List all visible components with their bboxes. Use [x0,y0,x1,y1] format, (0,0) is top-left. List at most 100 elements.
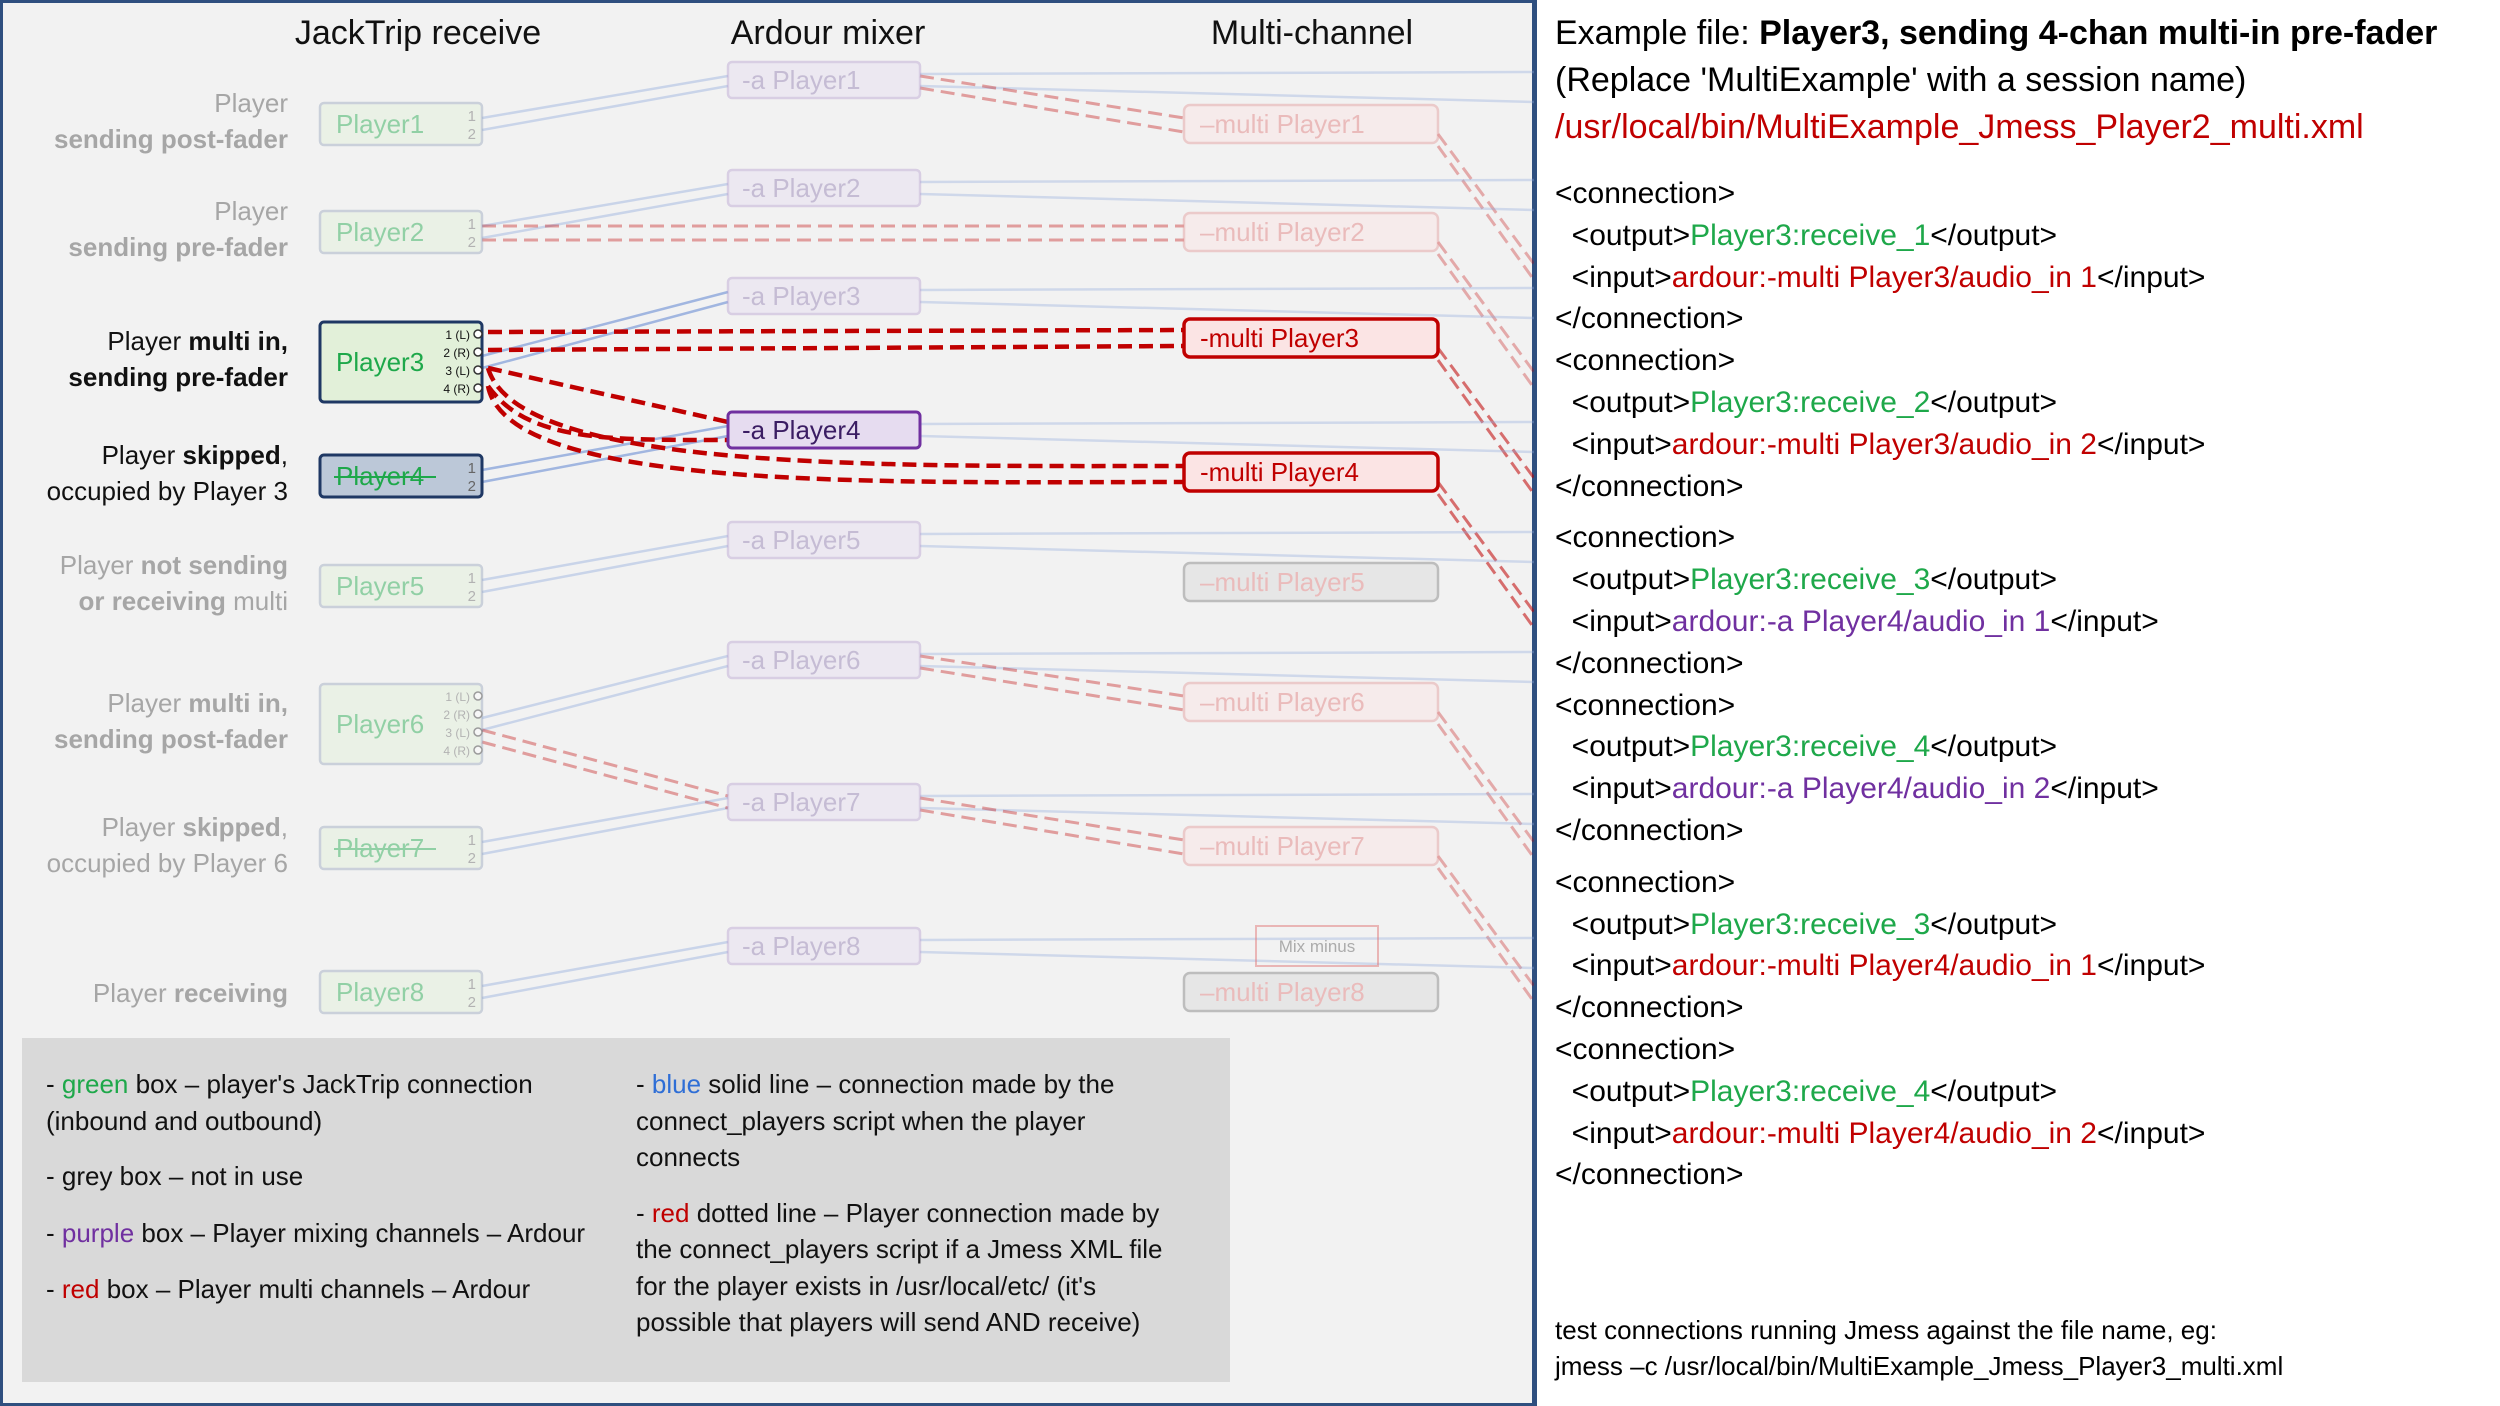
ardour-box-frame [726,926,922,966]
legend-right-column: - blue solid line – connection made by t… [636,1066,1226,1361]
port-dot [473,347,483,357]
ardour-box: -a Player4 [726,410,922,450]
xml-token: </input> [2097,1116,2206,1150]
jacktrip-box-frame [318,209,484,255]
blue-connection-line [481,424,729,472]
blue-connection-line [919,434,1534,454]
row-label: occupied by Player 6 [47,848,288,878]
port-label: 1 [468,108,476,125]
blue-connection-line [481,534,729,582]
multi-box: –multi Player8 [1182,971,1440,1013]
xml-line: <output>Player3:receive_3</output> [1555,559,2500,601]
xml-example-panel: Example file: Player3, sending 4-chan mu… [1534,0,2500,1406]
jacktrip-box-frame [318,101,484,147]
legend-text: (inbound and outbound) [46,1105,323,1136]
port-dot [473,691,483,701]
xml-footer: test connections running Jmess against t… [1555,1312,2283,1384]
xml-token: </input> [2050,604,2159,638]
xml-token: <input> [1571,772,1672,806]
legend-text: solid line – connection made by the [701,1069,1115,1099]
legend-text: - [636,1197,652,1228]
legend-item: - purple box – Player mixing channels – … [46,1215,646,1252]
row-label-part: or receiving [78,586,225,616]
row-label: sending post-fader [54,124,288,154]
multi-box: –multi Player1 [1182,103,1440,145]
jacktrip-box-label: Player8 [336,977,424,1007]
legend-text: - [46,1217,62,1248]
xml-token: <output> [1571,1074,1691,1108]
multi-box: –multi Player2 [1182,211,1440,253]
port-dot [473,727,483,737]
row-label-part: Player [107,326,188,356]
blue-connection-line [481,290,729,358]
xml-line: <connection> [1555,685,2500,727]
blue-connection-line [919,936,1534,942]
row-label: sending post-fader [54,724,288,754]
ardour-box-frame [726,640,922,680]
port-label: 2 (R) [443,708,470,722]
ardour-box-label: -a Player1 [742,65,861,95]
xml-line: <output>Player3:receive_2</output> [1555,382,2500,424]
red-dotted-connection-line [487,327,1185,335]
xml-line: <connection> [1555,340,2500,382]
port-dot [473,745,483,755]
connection-lines [481,70,1534,1003]
port-label: 3 (L) [445,726,470,740]
footer-command: jmess –c /usr/local/bin/MultiExample_Jme… [1555,1351,2284,1381]
blue-connection-line [919,84,1534,104]
jacktrip-box-label: Player2 [336,217,424,247]
xml-token: <connection> [1555,344,1736,378]
multi-box-label: -multi Player4 [1200,457,1359,487]
ardour-box-label: -a Player4 [742,415,861,445]
xml-line: </connection> [1555,1154,2500,1196]
xml-token: </input> [2097,427,2206,461]
example-title: Player3, sending 4-chan multi-in pre-fad… [1759,14,2438,52]
xml-line: <output>Player3:receive_1</output> [1555,215,2500,257]
legend-text: for the player exists in /usr/local/etc/… [636,1270,1097,1301]
blue-connection-line [481,300,729,370]
mix-minus-frame [1255,925,1379,967]
legend-item: - red dotted line – Player connection ma… [636,1195,1226,1341]
row-label: Player not sending [60,550,288,580]
blue-connection-line [919,664,1534,684]
port-label: 4 (R) [443,744,470,758]
red-dotted-connection-line [1436,241,1534,373]
xml-token: <output> [1571,218,1691,252]
legend-box: - green box – player's JackTrip connecti… [22,1038,1230,1382]
ardour-box-label: -a Player5 [742,525,861,555]
xml-line: </connection> [1555,466,2500,508]
port-label: 1 [468,460,476,477]
row-label: Player multi in, [107,326,288,356]
multi-box-frame [1182,825,1440,867]
multi-box: –multi Player6 [1182,681,1440,723]
red-dotted-connection-line [919,666,1185,712]
multi-box: –multi Player5 [1182,561,1440,603]
row-label-part: sending post-fader [54,124,288,154]
xml-spacer [1555,507,2500,517]
red-dotted-connection-line [1436,133,1534,265]
xml-line: <input>ardour:-a Player4/audio_in 1</inp… [1555,601,2500,643]
multi-box-frame [1182,451,1440,493]
red-dotted-connection-line [485,385,1185,485]
xml-line: <connection> [1555,517,2500,559]
row-label-part: sending pre-fader [68,362,288,392]
multi-box-label: –multi Player5 [1200,567,1365,597]
blue-connection-line [481,544,729,594]
port-label: 3 (L) [445,364,470,378]
multi-box-frame [1182,971,1440,1013]
legend-text: - [636,1069,652,1099]
row-label-part: Player [102,812,183,842]
xml-token: </connection> [1555,302,1744,336]
multi-box-frame [1182,561,1440,603]
row-label-part: , [281,812,288,842]
legend-text: blue [651,1069,702,1099]
xml-token: <input> [1571,1116,1672,1150]
ardour-box: -a Player8 [726,926,922,966]
xml-token: <output> [1571,730,1691,764]
xml-line: </connection> [1555,298,2500,340]
blue-connection-line [481,796,729,844]
row-label-part: occupied by Player 6 [47,848,288,878]
legend-text: - [46,1274,62,1304]
red-dotted-connection-line [1436,145,1534,281]
